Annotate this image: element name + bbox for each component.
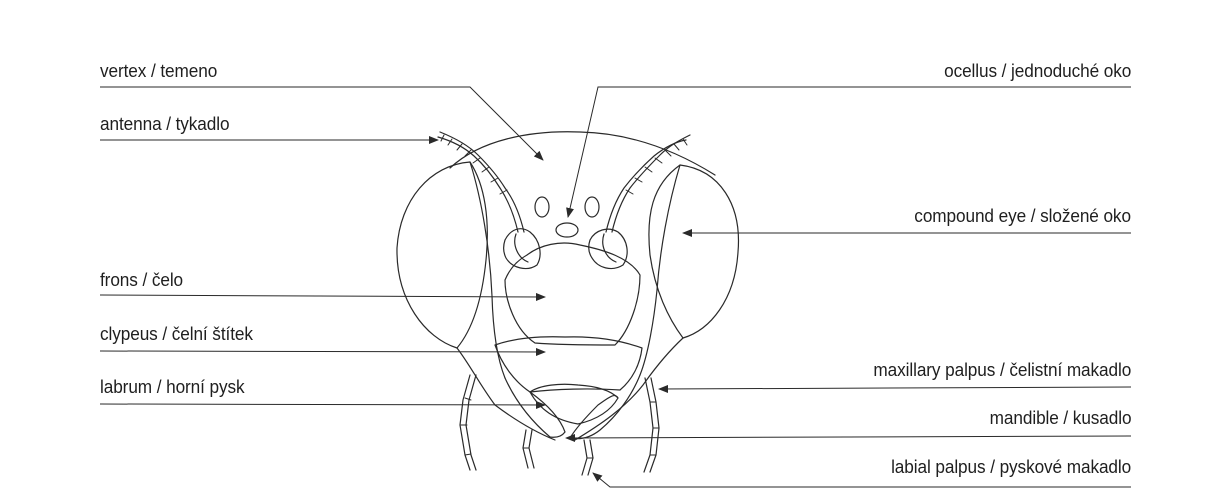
antenna-socket-left — [504, 229, 540, 269]
left-compound-eye-shape — [397, 162, 487, 348]
label-vertex: vertex / temeno — [100, 62, 217, 81]
leader-mandible — [566, 436, 1131, 438]
frons-shape — [505, 243, 640, 345]
maxillary-palpus-right — [650, 378, 659, 472]
lower-head-left — [457, 348, 555, 440]
label-antenna: antenna / tykadlo — [100, 115, 229, 134]
ocellus-right — [585, 197, 599, 217]
leader-frons — [100, 295, 545, 297]
mandible-left-shape — [505, 378, 565, 437]
head-side-right — [640, 165, 680, 375]
ocellus-median — [556, 223, 578, 237]
leader-clypeus — [100, 351, 545, 352]
labial-palpus-left — [523, 430, 528, 468]
label-frons: frons / čelo — [100, 271, 183, 290]
leader-maxillary-palpus — [659, 387, 1131, 389]
label-labrum: labrum / horní pysk — [100, 378, 245, 397]
labial-palpus-right — [582, 440, 587, 475]
label-mandible: mandible / kusadlo — [989, 409, 1131, 428]
label-compound-eye: compound eye / složené oko — [914, 207, 1131, 226]
label-maxillary-palpus: maxillary palpus / čelistní makadlo — [873, 361, 1131, 380]
ocellus-left — [535, 197, 549, 217]
mandible-right-shape — [570, 375, 640, 439]
right-compound-eye-shape — [649, 165, 739, 338]
leader-ocellus — [568, 87, 1131, 217]
leader-labrum — [100, 404, 545, 405]
label-labial-palpus: labial palpus / pyskové makadlo — [891, 458, 1131, 477]
label-ocellus: ocellus / jednoduché oko — [944, 62, 1131, 81]
maxillary-palpus-left — [460, 375, 470, 470]
label-clypeus: clypeus / čelní štítek — [100, 325, 253, 344]
